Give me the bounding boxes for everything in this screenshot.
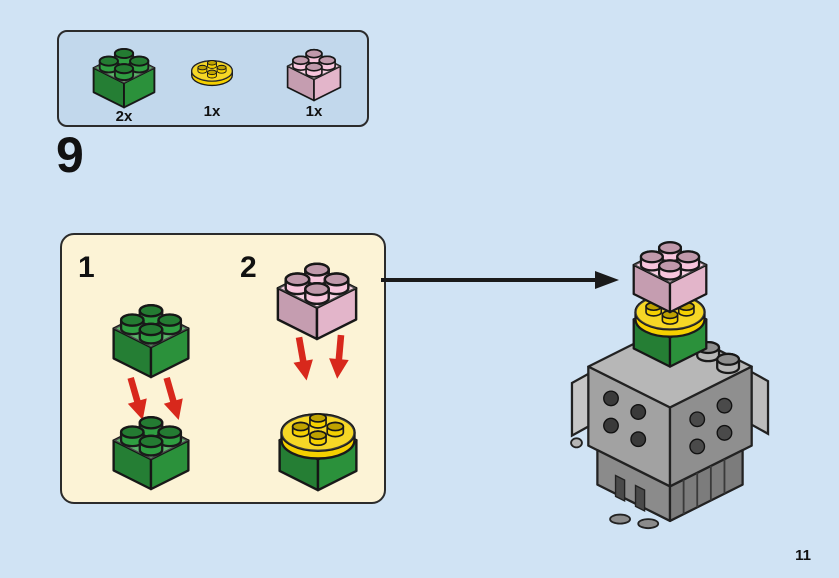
substep-panel: 1 2 xyxy=(60,233,386,504)
right-arm xyxy=(750,370,770,436)
yellow-round-plate-icon xyxy=(185,39,239,104)
left-arm xyxy=(570,371,590,438)
step-number: 9 xyxy=(56,127,84,183)
green-brick-top-icon xyxy=(104,293,198,379)
page-number: 11 xyxy=(795,547,811,564)
assembled-model xyxy=(570,235,770,530)
substep-1-label: 1 xyxy=(78,251,95,284)
green-brick-2x2-icon xyxy=(86,39,162,109)
part-count: 2x xyxy=(115,108,133,125)
right-foot xyxy=(637,518,660,530)
parts-callout: 2x 1x 1x xyxy=(57,30,369,127)
green-brick-with-round-plate-icon xyxy=(270,375,366,494)
part-count: 1x xyxy=(203,103,221,120)
pink-brick-2x2-icon xyxy=(281,39,347,104)
part-green-brick: 2x xyxy=(81,39,167,124)
part-count: 1x xyxy=(305,103,323,120)
part-pink-brick: 1x xyxy=(273,39,355,119)
pink-brick-icon xyxy=(268,251,366,341)
green-brick-bottom-icon xyxy=(104,405,198,491)
substep-2-label: 2 xyxy=(240,251,257,284)
part-yellow-round-plate: 1x xyxy=(181,39,243,119)
left-foot xyxy=(609,513,631,525)
assembly-arrow-icon xyxy=(381,271,619,289)
